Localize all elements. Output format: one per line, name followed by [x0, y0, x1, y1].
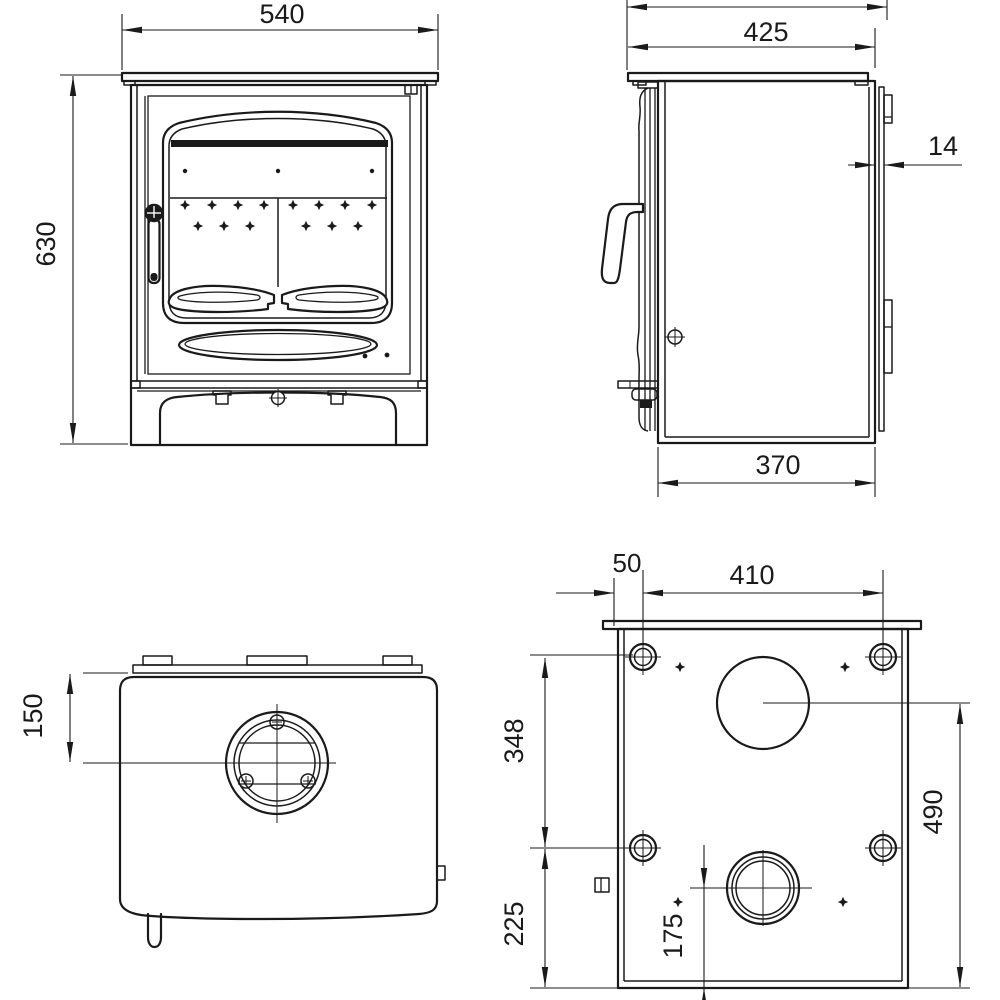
top-view-dimensions: 150: [18, 672, 128, 762]
top-handle: [146, 912, 163, 949]
side-body: [626, 71, 877, 445]
side-body-outline: [656, 79, 877, 445]
flue-collar: [83, 704, 336, 823]
door-casting-edge: [636, 87, 649, 432]
glass-frame-inner: [168, 117, 387, 319]
rear-top-plate: [601, 619, 923, 631]
rear-fixing-bolts: [625, 639, 901, 908]
dim-front-width: 540: [259, 0, 304, 29]
front-base: [130, 380, 428, 447]
front-view: 540 630: [31, 0, 440, 447]
rear-view-dimensions: 50 410 348 225 490 175: [499, 548, 970, 1000]
door-panel-edge: [147, 95, 411, 375]
rear-body-outline: [616, 627, 910, 990]
rear-heat-shield: [878, 86, 893, 432]
top-view: 150: [18, 655, 446, 949]
dim-heat-shield-gap: 14: [928, 131, 958, 161]
dim-base-depth: 370: [755, 450, 800, 480]
airwash-slot: [171, 140, 388, 147]
dim-fixing-offset: 50: [613, 548, 642, 578]
front-top-plate: [120, 71, 440, 83]
air-inlet: [690, 850, 812, 926]
top-body-outline: [118, 675, 439, 921]
dim-side-depth: 425: [743, 17, 788, 47]
log-retainer: [167, 284, 389, 314]
top-body: [118, 655, 446, 949]
door-handle-front: [144, 203, 164, 285]
top-air-knob: [436, 865, 446, 881]
dim-flue-offset: 150: [18, 693, 48, 738]
dim-fixing-vertical: 348: [499, 718, 529, 763]
side-top-plate: [626, 71, 870, 83]
rear-body: [594, 619, 923, 990]
dim-fixing-bottom: 225: [499, 901, 529, 946]
dim-fixing-span: 410: [729, 560, 774, 590]
door-glass: [161, 110, 394, 362]
dim-flue-height: 490: [918, 789, 948, 834]
dim-front-height: 630: [31, 221, 61, 266]
rear-view: 50 410 348 225 490 175: [499, 548, 970, 1000]
front-body-outline: [129, 83, 429, 447]
side-view: 425 14 370: [600, 0, 962, 497]
side-view-dimensions: 425 14 370: [626, 0, 962, 497]
door-handle-side: [600, 202, 645, 285]
base-tab-left: [212, 390, 232, 405]
base-tab-right: [327, 390, 347, 405]
ash-lip: [177, 328, 379, 362]
side-door: [600, 81, 685, 432]
dim-air-inlet-height: 175: [658, 913, 688, 958]
glass-frame-outer: [161, 110, 394, 325]
front-view-dimensions: 540 630: [31, 0, 439, 445]
rear-air-knob: [594, 877, 610, 893]
